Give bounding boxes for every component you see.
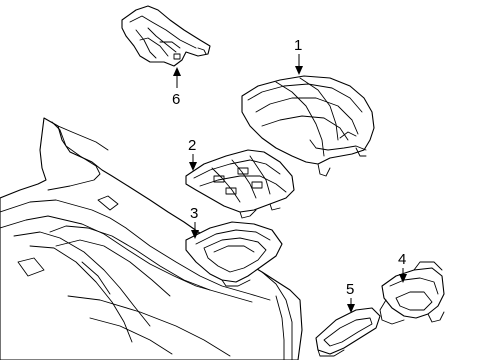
arrowhead-6 xyxy=(173,67,181,76)
callout-2: 2 xyxy=(188,137,197,171)
console-bracket xyxy=(121,5,211,67)
callout-6: 6 xyxy=(172,67,181,108)
armrest-lid xyxy=(241,75,375,177)
insert-trim xyxy=(315,307,381,357)
arrowhead-3 xyxy=(191,230,199,239)
callout-label-2: 2 xyxy=(188,137,196,154)
lid-hinge-bracket xyxy=(185,149,295,219)
callout-label-4: 4 xyxy=(398,251,406,268)
callout-1: 1 xyxy=(294,37,303,75)
storage-bin xyxy=(185,221,283,287)
arrowhead-1 xyxy=(295,66,303,75)
callout-label-6: 6 xyxy=(172,91,180,108)
cup-holder xyxy=(379,261,445,325)
callout-5: 5 xyxy=(346,281,355,313)
arrowhead-5 xyxy=(347,304,355,313)
console-body xyxy=(0,117,303,360)
callout-label-3: 3 xyxy=(190,205,198,222)
callout-3: 3 xyxy=(190,205,199,239)
arrowhead-2 xyxy=(189,162,197,171)
callout-4: 4 xyxy=(398,251,407,283)
callout-label-1: 1 xyxy=(294,37,302,54)
callout-label-5: 5 xyxy=(346,281,354,298)
arrowhead-4 xyxy=(399,274,407,283)
